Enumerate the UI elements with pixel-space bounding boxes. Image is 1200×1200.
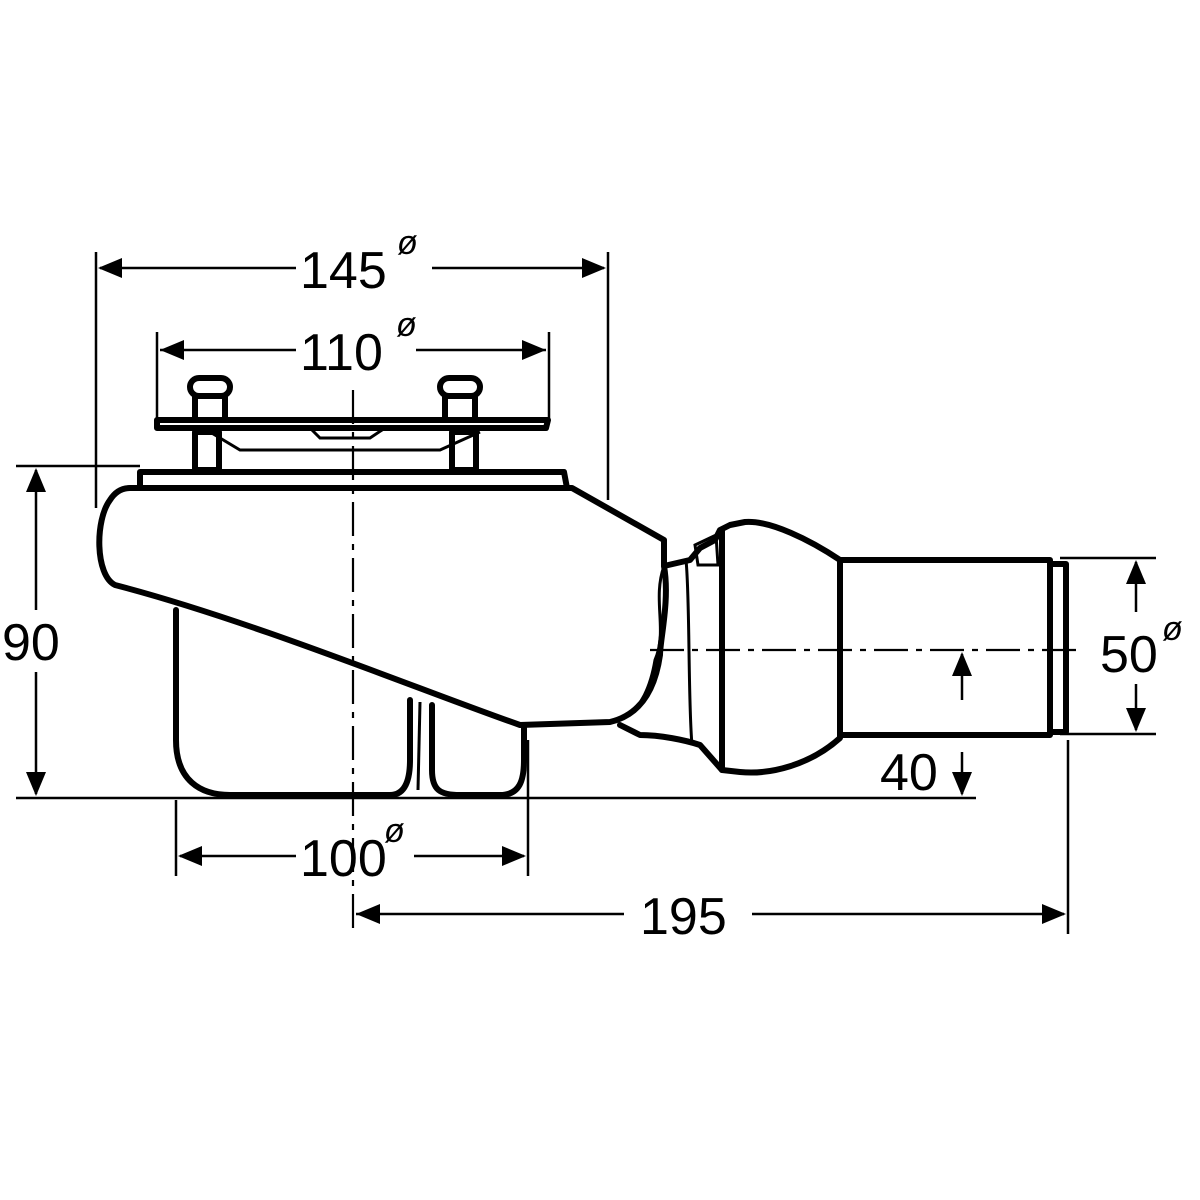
- dimension-50: 50 ø: [1060, 556, 1183, 736]
- dim-145-diameter-symbol: ø: [397, 224, 418, 262]
- drain-body: [96, 469, 1069, 798]
- dim-40-label: 40: [880, 744, 938, 802]
- dim-50-diameter-symbol: ø: [1162, 610, 1183, 648]
- dimension-195: 195: [356, 740, 1070, 946]
- dimension-145: 145 ø: [94, 224, 610, 508]
- grate-underside: [209, 430, 481, 452]
- grate-assembly: [154, 375, 551, 473]
- coupling-inner: [684, 559, 694, 746]
- trap-cup: [173, 607, 413, 798]
- dim-100-label: 100: [300, 830, 387, 888]
- dimension-90: 90: [2, 464, 976, 800]
- trap-chamber: [429, 702, 527, 798]
- grate-insert: [308, 426, 386, 440]
- drain-housing: [96, 485, 669, 728]
- grate-plate: [154, 417, 551, 431]
- outlet-pipe: [837, 557, 1053, 738]
- left-screw-leg: [192, 429, 222, 473]
- dimension-100: 100 ø: [174, 740, 530, 888]
- outlet-elbow: [617, 518, 843, 776]
- dim-145-label: 145: [300, 242, 387, 300]
- right-screw-leg: [449, 429, 479, 473]
- dim-100-diameter-symbol: ø: [384, 812, 405, 850]
- dim-110-diameter-symbol: ø: [396, 306, 417, 344]
- trap-inner: [416, 701, 422, 791]
- right-screw-shaft: [442, 393, 478, 423]
- dim-90-label: 90: [2, 614, 60, 672]
- dim-195-label: 195: [640, 888, 727, 946]
- housing-edge: [628, 565, 666, 717]
- dimension-40: 40: [880, 652, 972, 802]
- dim-110-label: 110: [300, 324, 383, 382]
- left-screw-shaft: [192, 393, 228, 423]
- clip: [693, 532, 720, 567]
- dim-50-label: 50: [1100, 626, 1158, 684]
- dimension-110: 110 ø: [155, 306, 551, 420]
- outlet-pipe-end: [1047, 561, 1069, 735]
